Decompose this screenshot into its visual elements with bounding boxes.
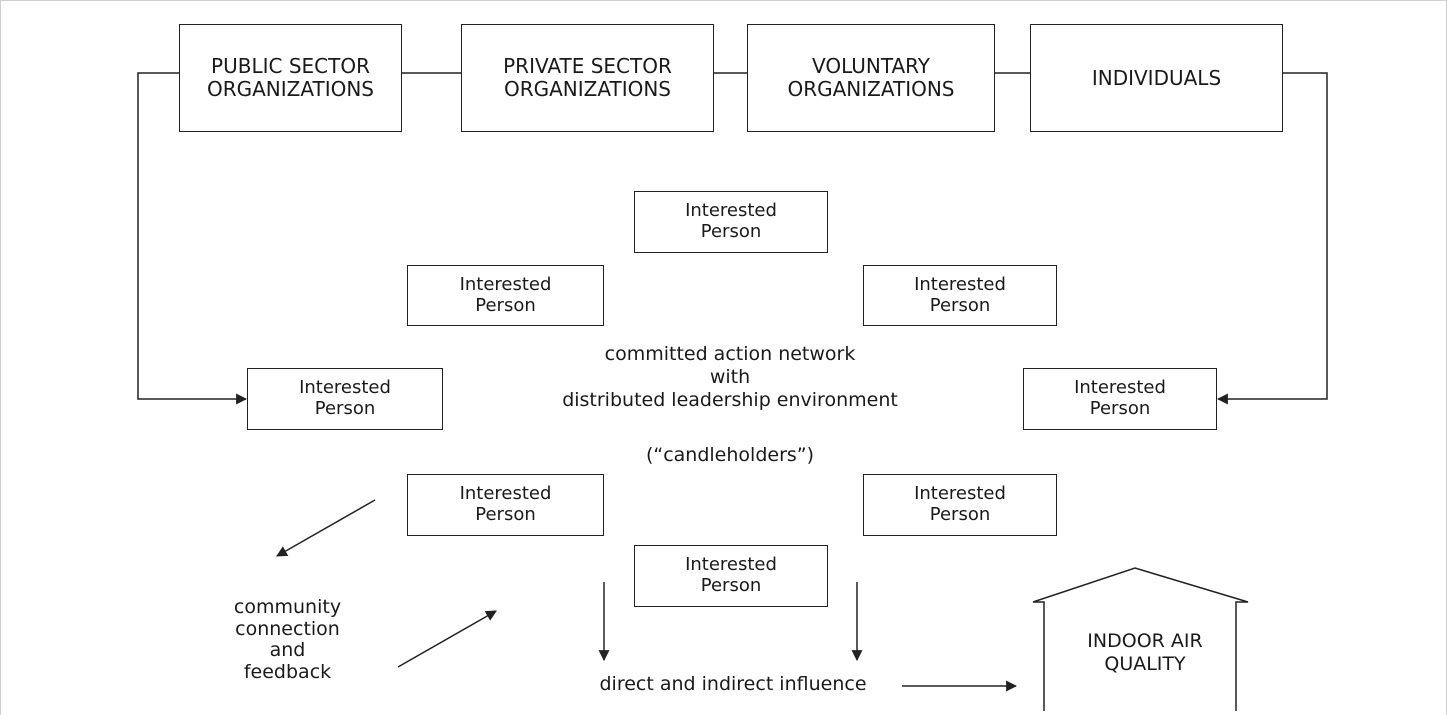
person-line1: Interested [1074,377,1166,399]
person-line2: Person [700,575,762,596]
person-line2: Person [475,504,536,525]
person-line1: Interested [299,377,391,399]
person-line1: Interested [685,200,777,222]
network-line3: distributed leadership environment [562,388,898,411]
private-sector-box: PRIVATE SECTOR ORGANIZATIONS [461,24,714,132]
outflow-arrow [276,499,376,557]
right-feed-arrow [1216,72,1328,405]
private-sector-line2: ORGANIZATIONS [503,77,672,101]
person-line2: Person [475,294,536,316]
individuals-box: INDIVIDUALS [1030,24,1283,132]
person-line1: Interested [914,483,1006,505]
community-line4: feedback [243,660,332,683]
interested-person-box: Interested Person [407,265,604,326]
community-line2: connection [235,617,340,640]
candleholders-label: (“candleholders”) [570,444,890,467]
network-line4: (“candleholders”) [645,444,815,466]
person-line1: Interested [685,554,777,576]
community-line1: community [233,596,342,618]
voluntary-box: VOLUNTARY ORGANIZATIONS [747,24,995,132]
individuals-line1: INDIVIDUALS [1091,65,1222,90]
person-line2: Person [314,398,376,419]
person-line1: Interested [459,483,552,505]
indoor-air-line2: QUALITY [1104,652,1186,675]
person-line2: Person [929,294,991,316]
community-line3: and [269,639,306,662]
public-sector-box: PUBLIC SECTOR ORGANIZATIONS [179,24,402,132]
person-line1: Interested [459,273,552,295]
interested-person-box: Interested Person [634,545,828,607]
voluntary-line1: VOLUNTARY [812,54,930,78]
public-sector-line1: PUBLIC SECTOR [211,54,370,78]
person-line2: Person [700,221,762,242]
public-sector-line2: ORGANIZATIONS [206,77,375,101]
interested-person-box: Interested Person [247,368,443,430]
network-line2: with [709,365,751,388]
interested-person-box: Interested Person [863,265,1057,326]
voluntary-line2: ORGANIZATIONS [787,77,955,101]
indoor-air-line1: INDOOR AIR [1087,630,1203,652]
left-feed-arrow [137,72,248,405]
community-feedback-label: community connection and feedback [205,596,370,684]
interested-person-box: Interested Person [863,474,1057,536]
person-line2: Person [929,504,991,525]
interested-person-box: Interested Person [407,474,604,536]
person-line1: Interested [914,273,1006,295]
interested-person-box: Interested Person [634,191,828,253]
house-outline [1032,567,1249,711]
interested-person-box: Interested Person [1023,368,1217,430]
feedback-arrow [397,610,497,668]
influence-label: direct and indirect influence [599,673,867,695]
private-sector-line1: PRIVATE SECTOR [503,54,672,78]
person-line2: Person [1089,398,1151,419]
network-line1: committed action network [604,343,856,365]
indoor-air-quality-label: INDOOR AIR QUALITY [1045,630,1245,676]
network-description: committed action network with distribute… [470,343,990,411]
